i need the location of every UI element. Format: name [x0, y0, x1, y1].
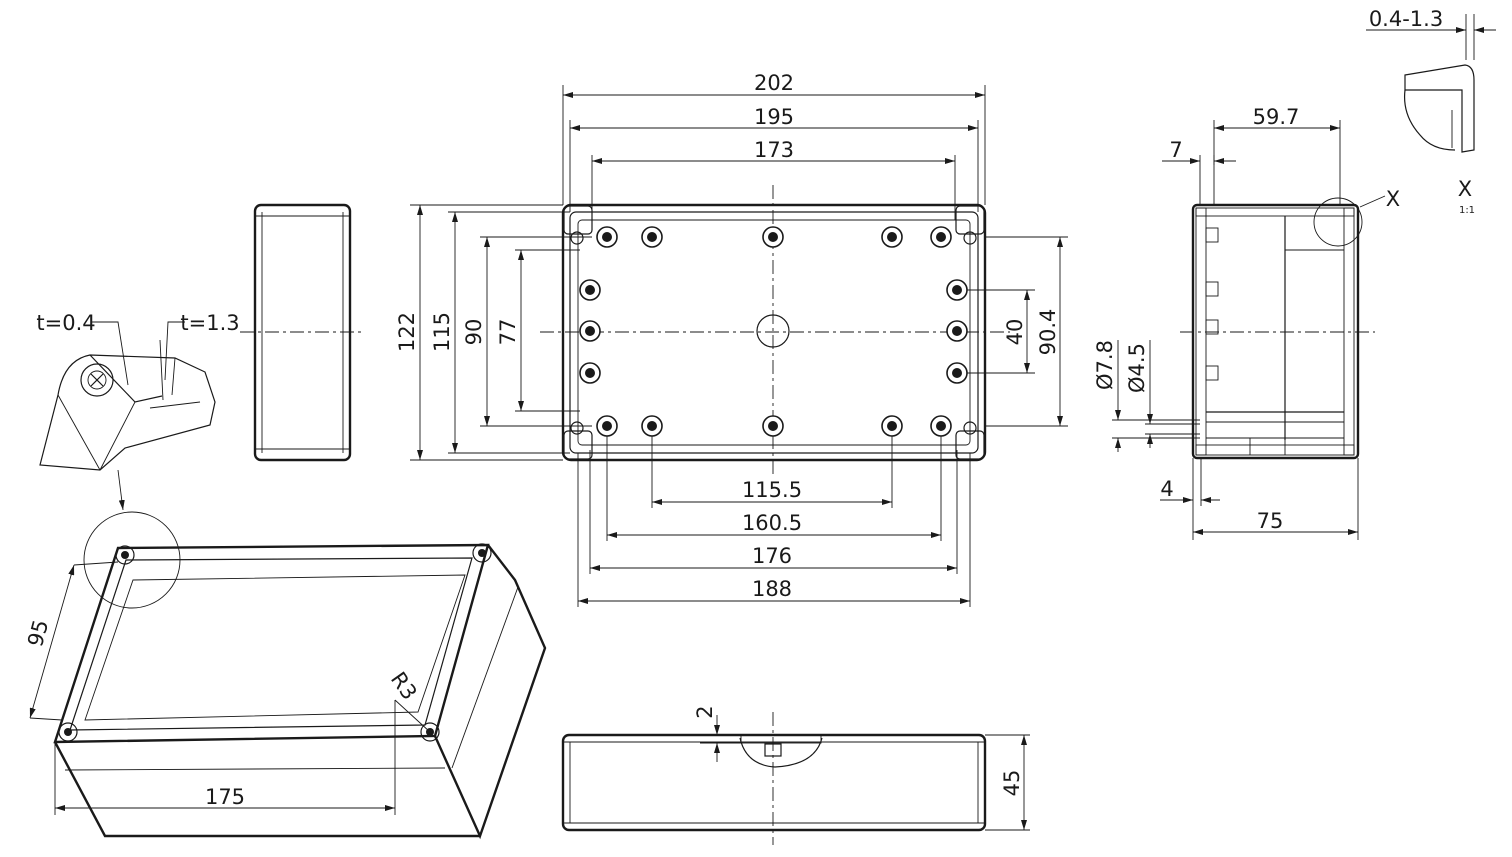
isometric-view: 95 175 R3 [23, 511, 547, 840]
dim-r3: R3 [386, 668, 422, 705]
dim-188: 188 [752, 577, 792, 601]
dim-75: 75 [1257, 509, 1284, 533]
dim-173: 173 [754, 138, 794, 162]
dim-wall-thickness: 0.4-1.3 [1369, 7, 1443, 31]
corner-screws [563, 205, 985, 460]
dim-45: 45 [1000, 770, 1024, 797]
dim-160-5: 160.5 [742, 511, 802, 535]
dim-90: 90 [462, 319, 486, 346]
dim-115: 115 [430, 312, 454, 352]
section-view: X 59.7 7 75 4 Ø7.8 Ø4.5 [1093, 105, 1400, 540]
detail-label-x: X [1386, 187, 1400, 211]
dim-4: 4 [1160, 477, 1173, 501]
center-hole [756, 314, 790, 348]
dim-175: 175 [205, 785, 245, 809]
dim-59-7: 59.7 [1253, 105, 1300, 129]
detail-x-label: X [1458, 177, 1472, 201]
lid-side-view: 2 45 [561, 705, 1030, 845]
dim-202: 202 [754, 71, 794, 95]
gasket-outline [577, 219, 971, 446]
detail-circle [1313, 197, 1363, 247]
outer-outline [561, 203, 987, 462]
dim-dia-4-5: Ø4.5 [1125, 343, 1149, 393]
narrow-side-view [240, 203, 365, 462]
dim-122: 122 [395, 312, 419, 352]
dim-7: 7 [1169, 138, 1182, 162]
dim-115-5: 115.5 [742, 478, 802, 502]
dim-95: 95 [23, 617, 53, 649]
dim-40: 40 [1003, 319, 1027, 346]
dim-90-4: 90.4 [1036, 309, 1060, 356]
detail-x: 0.4-1.3 X 1:1 [1366, 7, 1496, 216]
top-dimensions: 202 195 173 [562, 71, 986, 220]
bottom-dimensions: 115.5 160.5 176 188 [577, 436, 971, 607]
detail-callout-circle [83, 511, 181, 609]
dim-2: 2 [693, 705, 717, 718]
dim-77: 77 [496, 319, 520, 346]
corner-detail: t=0.4 t=1.3 [36, 311, 240, 511]
right-dimensions: 40 90.4 [967, 236, 1068, 427]
dim-dia-7-8: Ø7.8 [1093, 340, 1117, 390]
label-t-1-3: t=1.3 [180, 311, 239, 335]
inner-outline [569, 211, 979, 454]
detail-x-scale: 1:1 [1459, 205, 1475, 216]
left-dimensions: 122 115 90 77 [395, 204, 592, 461]
dim-195: 195 [754, 105, 794, 129]
top-view: 202 195 173 122 115 90 [395, 71, 1068, 607]
dim-176: 176 [752, 544, 792, 568]
label-t-0-4: t=0.4 [36, 311, 95, 335]
mounting-bosses [579, 226, 968, 437]
